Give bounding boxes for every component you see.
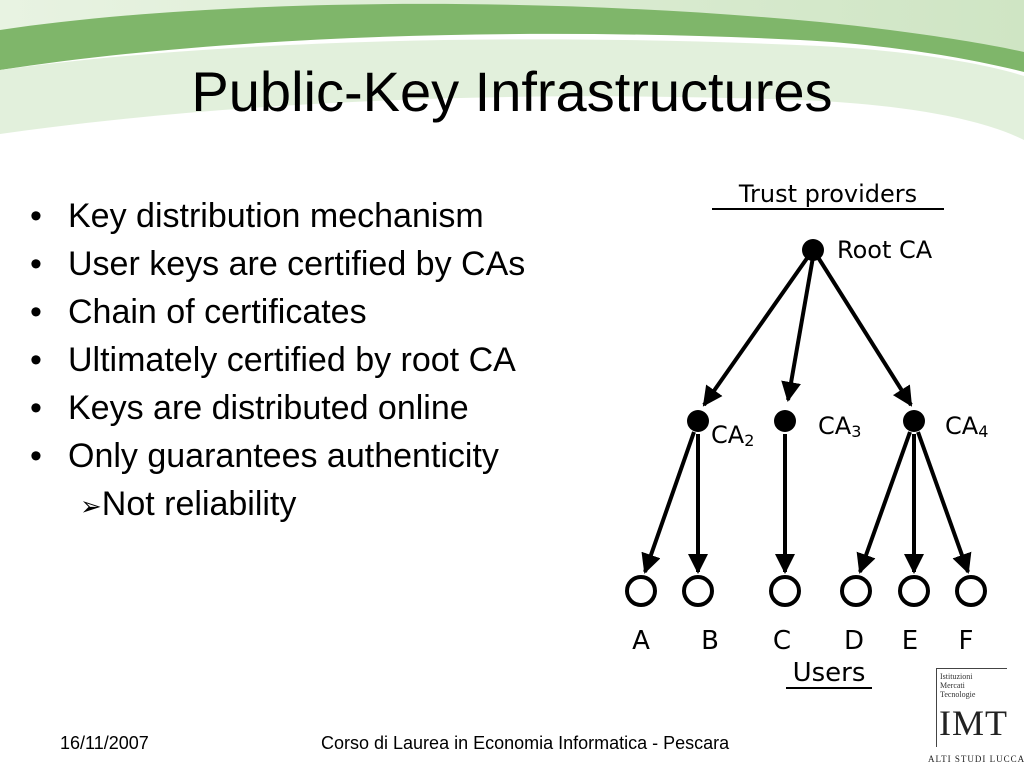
bullet-dot: • bbox=[30, 197, 42, 235]
user-label-d: D bbox=[844, 626, 864, 656]
imt-logo: Istituzioni Mercati Tecnologie IMT ALTI … bbox=[928, 668, 1024, 766]
bullet-dot: • bbox=[30, 245, 42, 283]
edge-ca2-a bbox=[641, 431, 696, 574]
pki-tree-diagram: Trust providers Root CA CA2 CA3 CA4 bbox=[625, 180, 988, 689]
user-label-c: C bbox=[773, 626, 791, 656]
root-ca-node bbox=[802, 239, 824, 261]
edge-root-ca4 bbox=[814, 252, 913, 407]
bullet-dot: • bbox=[30, 437, 42, 475]
ca4-node bbox=[903, 410, 925, 432]
user-node-d bbox=[840, 575, 872, 607]
users-label: Users bbox=[793, 658, 866, 688]
user-label-b: B bbox=[701, 626, 719, 656]
edge-root-ca2 bbox=[702, 252, 812, 407]
slide-title: Public-Key Infrastructures bbox=[191, 60, 833, 123]
edge-root-ca3 bbox=[781, 256, 815, 402]
user-label-a: A bbox=[632, 626, 650, 656]
ca4-label: CA4 bbox=[945, 412, 988, 441]
root-ca-label: Root CA bbox=[837, 236, 933, 264]
user-node-e bbox=[898, 575, 930, 607]
footer-date: 16/11/2007 bbox=[60, 733, 149, 753]
edge-ca4-d bbox=[856, 431, 912, 574]
bullet-list: •Key distribution mechanism •User keys a… bbox=[30, 196, 525, 484]
bullet-item: •Ultimately certified by root CA bbox=[30, 341, 516, 379]
ca3-label: CA3 bbox=[818, 412, 861, 441]
bullet-item: •Key distribution mechanism bbox=[30, 197, 484, 235]
bullet-item: •Only guarantees authenticity bbox=[30, 437, 499, 475]
user-node-c bbox=[769, 575, 801, 607]
user-node-b bbox=[682, 575, 714, 607]
logo-subtitle: Istituzioni Mercati Tecnologie bbox=[940, 672, 976, 699]
arrow-bullet-icon: ➢ bbox=[80, 491, 102, 521]
user-label-f: F bbox=[959, 626, 974, 656]
root-edges bbox=[702, 252, 913, 407]
user-edges bbox=[641, 431, 972, 574]
user-node-f bbox=[955, 575, 987, 607]
ca2-label: CA2 bbox=[711, 421, 754, 450]
edge-ca4-f bbox=[916, 431, 972, 574]
bullet-item: •Keys are distributed online bbox=[30, 389, 469, 427]
user-labels: A B C D E F bbox=[632, 626, 973, 656]
bullet-dot: • bbox=[30, 341, 42, 379]
user-node-a bbox=[625, 575, 657, 607]
ca3-node bbox=[774, 410, 796, 432]
trust-providers-label: Trust providers bbox=[738, 180, 917, 208]
bullet-item: •Chain of certificates bbox=[30, 293, 367, 331]
bullet-dot: • bbox=[30, 389, 42, 427]
sub-bullet: ➢Not reliability bbox=[80, 485, 297, 523]
footer-course: Corso di Laurea in Economia Informatica … bbox=[321, 733, 730, 753]
bullet-dot: • bbox=[30, 293, 42, 331]
bullet-item: •User keys are certified by CAs bbox=[30, 245, 526, 283]
user-nodes bbox=[625, 575, 987, 607]
user-label-e: E bbox=[902, 626, 918, 656]
ca2-node bbox=[687, 410, 709, 432]
logo-frame bbox=[936, 668, 1007, 747]
logo-tagline: ALTI STUDI LUCCA bbox=[928, 754, 1024, 764]
logo-wordmark: IMT bbox=[939, 703, 1008, 743]
